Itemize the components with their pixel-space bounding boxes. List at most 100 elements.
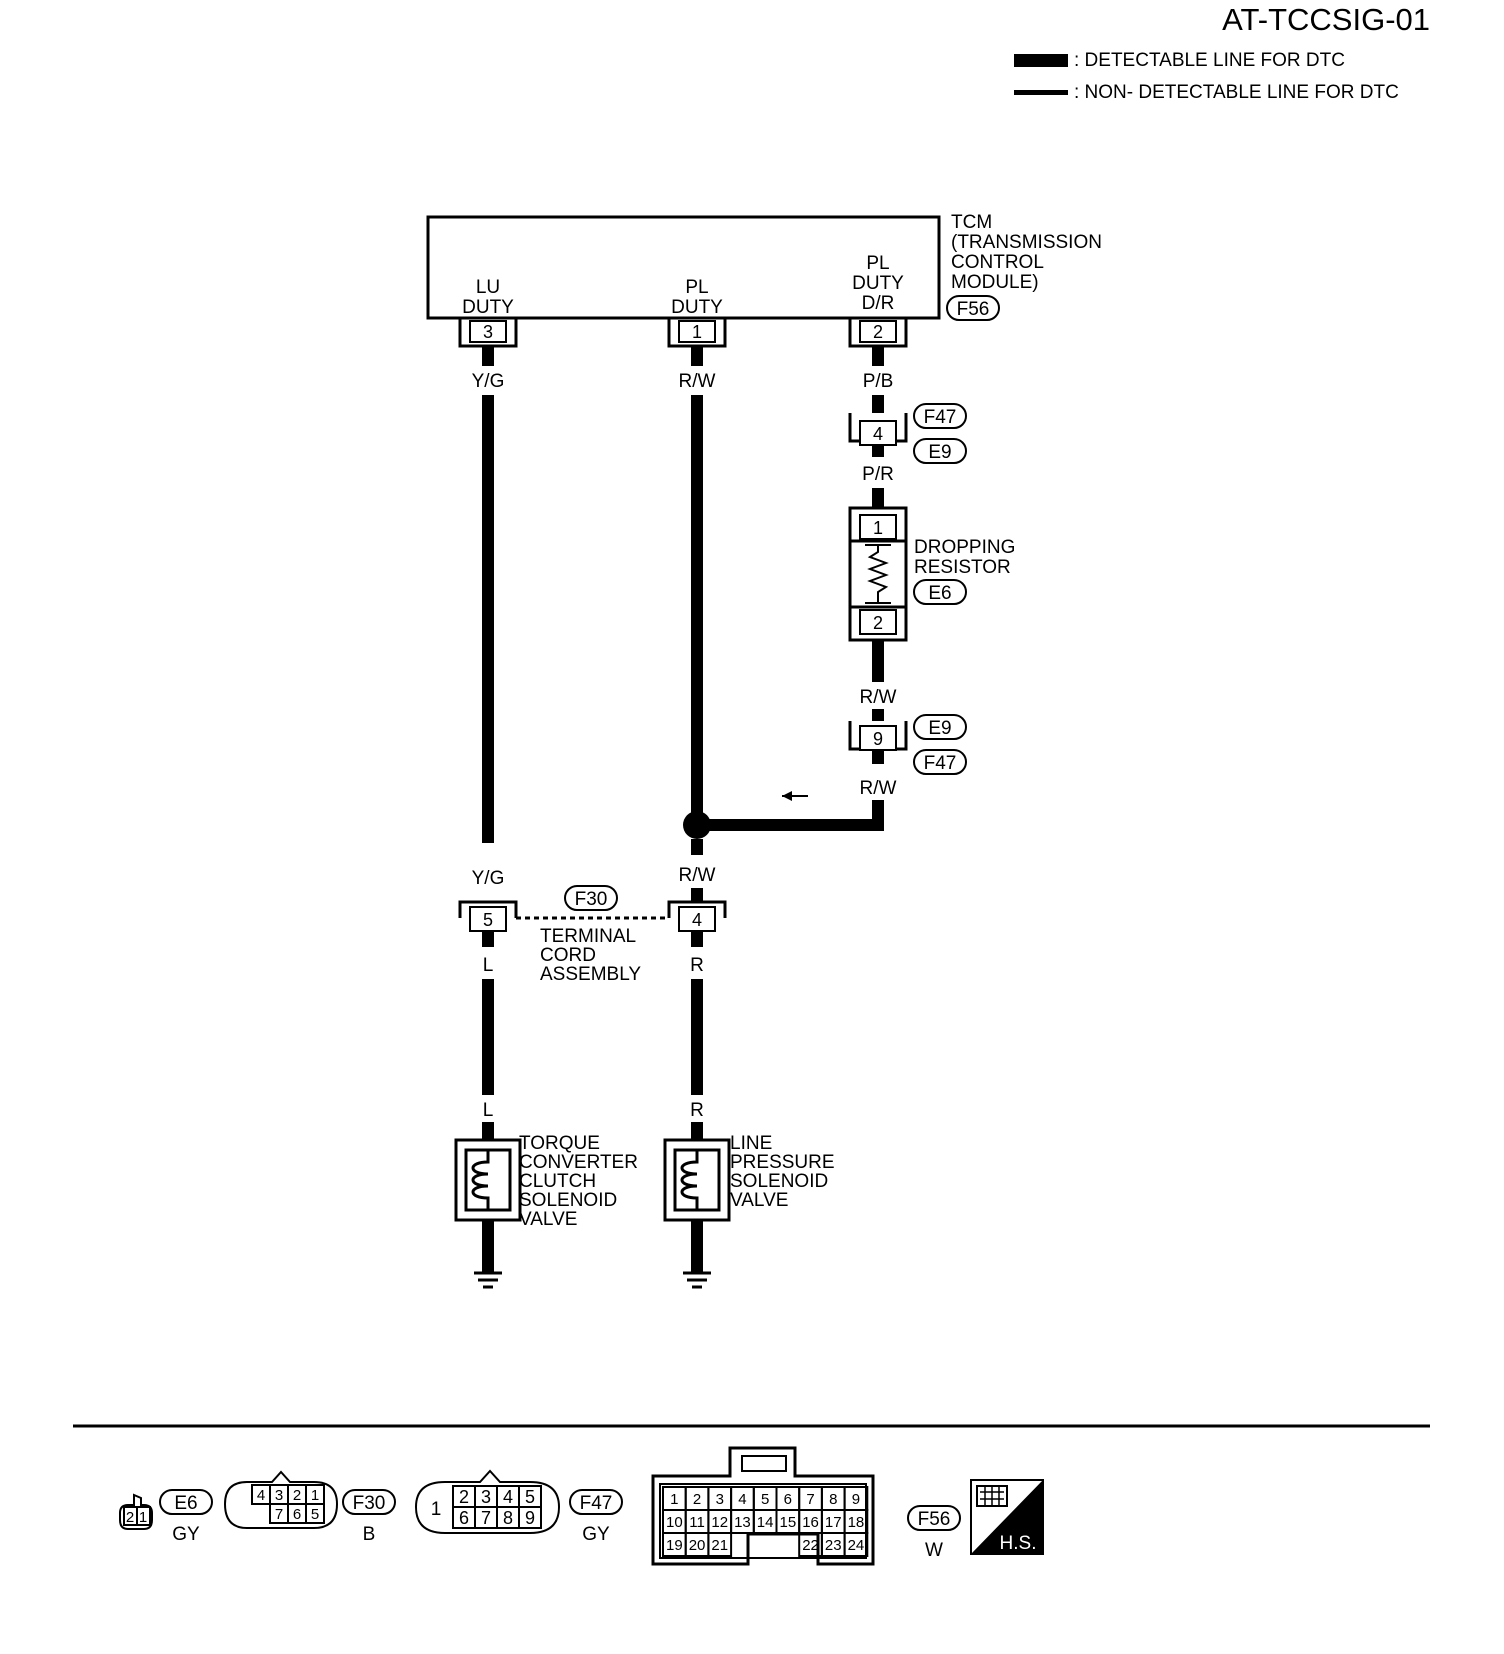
f56-pin-label: 13 bbox=[734, 1514, 751, 1531]
f56-pin-label: 10 bbox=[666, 1514, 683, 1531]
svg-text:TERMINAL: TERMINAL bbox=[540, 926, 636, 947]
svg-text:E6: E6 bbox=[928, 583, 951, 604]
wire-l-stub-valve bbox=[482, 1122, 494, 1140]
f56-pin-label: 4 bbox=[738, 1491, 746, 1508]
f56-pin-label: 1 bbox=[670, 1491, 678, 1508]
svg-text:9: 9 bbox=[525, 1508, 535, 1528]
f56-pin-label: 8 bbox=[829, 1491, 837, 1508]
svg-text:F56: F56 bbox=[957, 299, 990, 320]
ground-icon bbox=[683, 1271, 711, 1289]
diagram-id: AT-TCCSIG-01 bbox=[1222, 2, 1430, 37]
wire-r-stub-f30 bbox=[691, 931, 703, 947]
f56-pin-label: 3 bbox=[716, 1491, 724, 1508]
wire-pb bbox=[872, 395, 884, 413]
svg-text:3: 3 bbox=[481, 1487, 491, 1507]
svg-text:DUTY: DUTY bbox=[671, 297, 723, 318]
svg-text:F30: F30 bbox=[353, 1493, 386, 1514]
svg-text:2: 2 bbox=[873, 613, 883, 633]
line-pressure-solenoid-label: LINE PRESSURE SOLENOID VALVE bbox=[730, 1133, 835, 1211]
svg-text:MODULE): MODULE) bbox=[951, 272, 1039, 293]
svg-text:CONVERTER: CONVERTER bbox=[519, 1152, 638, 1173]
wire-r-stub-valve bbox=[691, 1122, 703, 1140]
torque-converter-solenoid-label: TORQUE CONVERTER CLUTCH SOLENOID VALVE bbox=[519, 1133, 638, 1230]
wire-pl-below-splice bbox=[691, 839, 703, 855]
f30-connector-face: 4 3 2 1 7 6 5 bbox=[223, 1470, 339, 1529]
svg-text:SOLENOID: SOLENOID bbox=[730, 1171, 828, 1192]
svg-text:CLUTCH: CLUTCH bbox=[519, 1171, 596, 1192]
wire-rw-horizontal bbox=[709, 819, 884, 831]
svg-text:CONTROL: CONTROL bbox=[951, 252, 1044, 273]
f56-pin-label: 23 bbox=[825, 1537, 842, 1554]
wire-pr-stub bbox=[872, 445, 884, 457]
svg-text:2: 2 bbox=[293, 1487, 301, 1504]
svg-text:F56: F56 bbox=[918, 1509, 951, 1530]
svg-text:8: 8 bbox=[503, 1508, 513, 1528]
svg-text:LU: LU bbox=[476, 277, 500, 298]
svg-text:DUTY: DUTY bbox=[852, 273, 904, 294]
e6-tag: E6 bbox=[913, 579, 967, 605]
f30-pin-4: 4 bbox=[667, 900, 727, 932]
svg-text:(TRANSMISSION: (TRANSMISSION bbox=[951, 232, 1102, 253]
ground-icon bbox=[474, 1271, 502, 1289]
wire-r-main bbox=[691, 979, 703, 1095]
f56-pin-label: 20 bbox=[689, 1537, 706, 1554]
tcm-pin-1: 1 bbox=[667, 318, 727, 348]
legend-detectable: : DETECTABLE LINE FOR DTC bbox=[1074, 50, 1345, 71]
f47-tag-lower: F47 bbox=[913, 749, 967, 775]
wire-pdr-stub-top bbox=[872, 346, 884, 366]
svg-text:4: 4 bbox=[873, 424, 883, 444]
wire-r-to-ground bbox=[691, 1220, 703, 1272]
wire-color-l-below-f30: L bbox=[483, 955, 494, 976]
svg-text:1: 1 bbox=[139, 1509, 147, 1526]
f30-view-tag: F30 B bbox=[342, 1489, 396, 1545]
svg-text:DROPPING: DROPPING bbox=[914, 537, 1015, 558]
e6-connector-face: 2 1 bbox=[119, 1493, 153, 1530]
f56-pin-label: 7 bbox=[806, 1491, 814, 1508]
wire-pr bbox=[872, 488, 884, 508]
svg-text:GY: GY bbox=[172, 1524, 200, 1545]
f56-pin-label: 22 bbox=[802, 1537, 819, 1554]
svg-text:W: W bbox=[925, 1540, 943, 1561]
f56-pin-label: 24 bbox=[848, 1537, 865, 1554]
f56-pin-label: 9 bbox=[852, 1491, 860, 1508]
svg-text:6: 6 bbox=[293, 1506, 301, 1523]
legend-non-detectable: : NON- DETECTABLE LINE FOR DTC bbox=[1074, 82, 1399, 103]
svg-text:SOLENOID: SOLENOID bbox=[519, 1190, 617, 1211]
wire-color-lu-top: Y/G bbox=[472, 371, 505, 392]
wire-color-r-at-valve: R bbox=[690, 1100, 704, 1121]
svg-text:E9: E9 bbox=[928, 718, 951, 739]
svg-text:PRESSURE: PRESSURE bbox=[730, 1152, 835, 1173]
tcm-connector-tag: F56 bbox=[946, 295, 1000, 321]
svg-text:5: 5 bbox=[483, 910, 493, 930]
svg-text:6: 6 bbox=[459, 1508, 469, 1528]
torque-converter-solenoid-icon bbox=[454, 1138, 522, 1222]
svg-text:1: 1 bbox=[431, 1499, 442, 1520]
svg-text:E6: E6 bbox=[174, 1493, 197, 1514]
f56-pin-cell bbox=[843, 1532, 869, 1557]
wire-color-pl-top: R/W bbox=[679, 371, 716, 392]
svg-text:VALVE: VALVE bbox=[519, 1209, 577, 1230]
svg-text:H.S.: H.S. bbox=[1000, 1533, 1037, 1554]
wire-lu-main bbox=[482, 395, 494, 843]
f56-pin-label: 16 bbox=[802, 1514, 819, 1531]
f56-pin-label: 6 bbox=[784, 1491, 792, 1508]
dropping-resistor-label: DROPPING RESISTOR bbox=[914, 537, 1015, 578]
f56-pin-label: 2 bbox=[693, 1491, 701, 1508]
svg-text:TCM: TCM bbox=[951, 212, 992, 233]
wire-color-lu-bottom: Y/G bbox=[472, 868, 505, 889]
svg-text:2: 2 bbox=[873, 322, 883, 342]
f56-pin-label: 21 bbox=[711, 1537, 728, 1554]
svg-text:D/R: D/R bbox=[862, 293, 895, 314]
f30-tag: F30 bbox=[564, 885, 618, 911]
svg-text:ASSEMBLY: ASSEMBLY bbox=[540, 964, 641, 985]
wire-lu-stub-f30 bbox=[482, 931, 494, 947]
wire-color-rw-after-resistor: R/W bbox=[860, 687, 897, 708]
svg-text:RESISTOR: RESISTOR bbox=[914, 557, 1011, 578]
svg-text:PL: PL bbox=[866, 253, 889, 274]
legend-thin-line bbox=[1014, 90, 1068, 95]
f47-connector-face: 1 2 3 4 5 6 7 8 9 bbox=[414, 1469, 561, 1534]
wire-pl-stub-top bbox=[691, 346, 703, 366]
svg-text:1: 1 bbox=[873, 518, 883, 538]
f56-pin-label: 14 bbox=[757, 1514, 774, 1531]
